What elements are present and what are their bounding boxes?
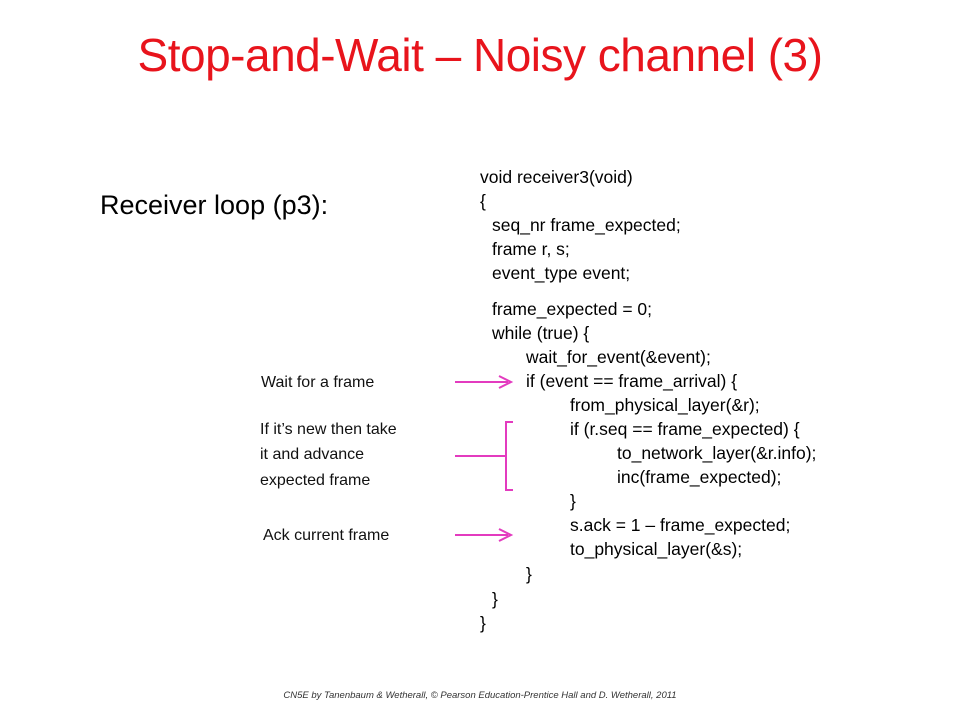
code-line: seq_nr frame_expected; xyxy=(492,215,681,235)
code-line: void receiver3(void) xyxy=(480,167,633,187)
code-line: to_physical_layer(&s); xyxy=(570,539,743,559)
code-line: } xyxy=(480,613,486,633)
code-line: if (r.seq == frame_expected) { xyxy=(570,419,800,439)
code-line: inc(frame_expected); xyxy=(617,467,782,487)
code-line: } xyxy=(526,564,532,584)
code-line: from_physical_layer(&r); xyxy=(570,395,760,415)
code-line: if (event == frame_arrival) { xyxy=(526,371,738,391)
code-line: s.ack = 1 – frame_expected; xyxy=(570,515,791,535)
code-block: void receiver3(void) { seq_nr frame_expe… xyxy=(480,0,920,640)
code-line: wait_for_event(&event); xyxy=(526,347,711,367)
slide-subtitle: Receiver loop (p3): xyxy=(100,190,329,220)
code-line: { xyxy=(480,191,486,211)
copyright-footer: CN5E by Tanenbaum & Wetherall, © Pearson… xyxy=(283,690,677,701)
code-line: } xyxy=(492,589,498,609)
slide-title: Stop-and-Wait – Noisy channel (3) xyxy=(137,29,823,81)
code-line: } xyxy=(570,491,576,511)
annotation-new-frame-line2: it and advance xyxy=(260,446,365,463)
annotation-new-frame-line3: expected frame xyxy=(260,472,371,489)
code-line: frame r, s; xyxy=(492,239,570,259)
code-line: event_type event; xyxy=(492,263,631,283)
code-line: to_network_layer(&r.info); xyxy=(617,443,817,463)
code-line: frame_expected = 0; xyxy=(492,299,653,319)
annotation-new-frame-line1: If it’s new then take xyxy=(260,421,397,438)
annotation-wait-frame: Wait for a frame xyxy=(261,374,375,391)
code-line: while (true) { xyxy=(492,323,590,343)
annotation-ack-frame: Ack current frame xyxy=(263,527,390,544)
